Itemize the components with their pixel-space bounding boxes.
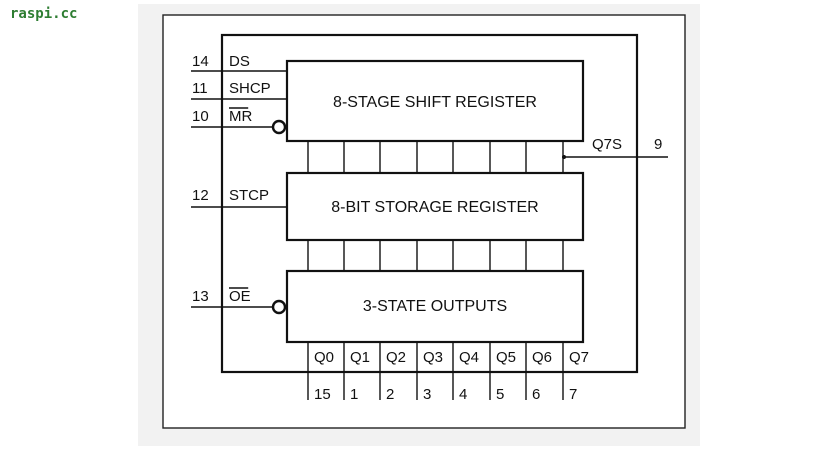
input-pin-name: DS (229, 53, 250, 70)
output-name: Q1 (350, 349, 370, 366)
input-pin-number: 13 (192, 288, 209, 305)
input-pin-number: 10 (192, 108, 209, 125)
shift-register-label: 8-STAGE SHIFT REGISTER (333, 94, 537, 111)
input-pin-name: STCP (229, 187, 269, 204)
input-pin-name: OE (229, 288, 251, 305)
outputs-block (285, 269, 585, 344)
storage-register-block (285, 171, 585, 242)
internal-bus-lines (307, 141, 564, 271)
storage-register-label: 8-BIT STORAGE REGISTER (331, 199, 538, 216)
output-name: Q2 (386, 349, 406, 366)
output-name: Q3 (423, 349, 443, 366)
output-name: Q0 (314, 349, 334, 366)
inversion-bubble (271, 299, 287, 315)
q7s-label: Q7S (592, 136, 622, 153)
q7s-pin-number: 9 (654, 136, 662, 153)
watermark: raspi.cc (10, 6, 77, 22)
input-pin-number: 14 (192, 53, 209, 70)
input-pin-number: 11 (192, 80, 208, 97)
input-pin-name: SHCP (229, 80, 271, 97)
output-pin-number: 6 (532, 386, 540, 403)
output-pin-number: 15 (314, 386, 331, 403)
output-pins: Q0 15 Q1 1 Q2 2 Q3 3 Q4 4 Q5 5 Q6 6 Q7 7 (307, 342, 589, 403)
output-pin-number: 3 (423, 386, 431, 403)
output-pin-number: 4 (459, 386, 467, 403)
output-name: Q4 (459, 349, 479, 366)
input-pin-name: MR (229, 108, 252, 125)
output-pin-number: 7 (569, 386, 577, 403)
output-pin-number: 2 (386, 386, 394, 403)
shift-register-block (285, 59, 585, 143)
inversion-bubble (271, 119, 287, 135)
output-name: Q6 (532, 349, 552, 366)
q7s-junction (562, 155, 566, 159)
output-pin-number: 1 (350, 386, 358, 403)
output-name: Q7 (569, 349, 589, 366)
ic-frame (220, 33, 639, 374)
outputs-block-label: 3-STATE OUTPUTS (363, 298, 507, 315)
input-pin-number: 12 (192, 187, 209, 204)
output-pin-number: 5 (496, 386, 504, 403)
input-pins: 14 DS 11 SHCP 10 MR 12 STCP 13 OE (191, 53, 287, 315)
output-name: Q5 (496, 349, 516, 366)
